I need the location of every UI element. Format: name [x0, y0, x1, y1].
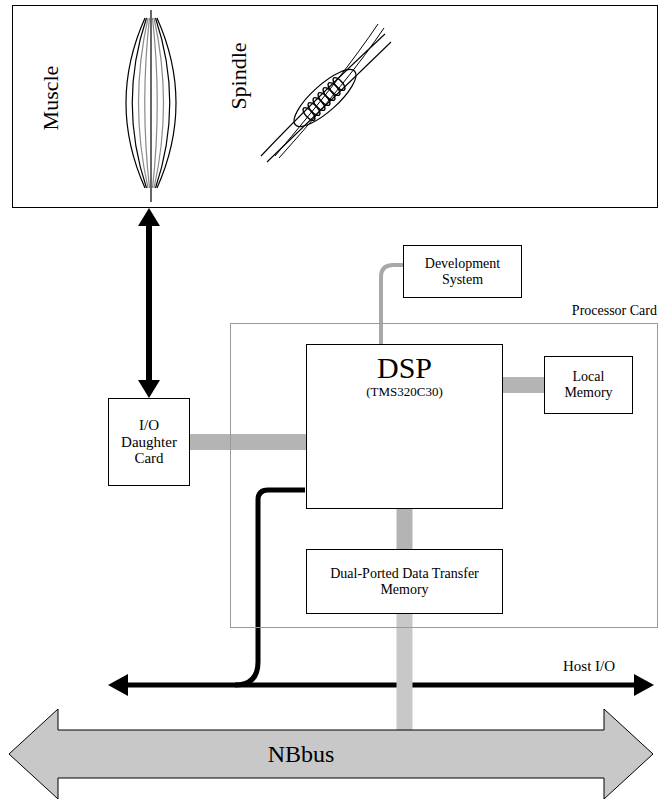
connector [503, 385, 544, 386]
connector-line [190, 434, 306, 450]
muscle-fiber [150, 18, 151, 188]
arrow-head [138, 380, 160, 398]
memory-box: Local Memory [544, 356, 633, 414]
host-io-branch [235, 490, 305, 685]
box-label: Local Memory [550, 369, 627, 400]
muscle-fiber [126, 18, 145, 188]
host-io-line [108, 490, 654, 696]
bus-name: NBbus [268, 741, 335, 768]
spindle-capsule [287, 62, 364, 135]
bus-arrow-outline [9, 709, 653, 799]
muscle-fiber [154, 18, 164, 188]
connector-line [397, 614, 413, 731]
arrow-head [108, 674, 128, 696]
io-card-box: I/O Daughter Card [108, 398, 190, 486]
figure-label: Muscle [39, 66, 64, 131]
connector-line [503, 377, 544, 393]
spindle-nerve [279, 28, 384, 158]
part-number: (TMS320C30) [366, 385, 443, 400]
processor-box: DSP(TMS320C30) [306, 344, 503, 509]
processor-name: DSP [377, 351, 432, 385]
figure-label: Spindle [227, 42, 252, 109]
connector [138, 208, 160, 398]
box-label: Dual-Ported Data Transfer Memory [312, 566, 497, 597]
connector [404, 509, 405, 549]
connector-line [381, 265, 403, 344]
connector [404, 614, 405, 731]
card-outline: Processor CardDSP(TMS320C30)Local Memory… [230, 323, 658, 628]
muscle-tendon [150, 10, 151, 202]
bus-label: Host I/O [563, 658, 615, 675]
muscle-fiber [153, 18, 158, 188]
illustration-panel: Muscle Spindle [12, 5, 658, 208]
spindle-coil [331, 76, 347, 93]
box-label: I/O Daughter Card [114, 417, 184, 467]
muscle-spindle-illustration [13, 6, 657, 207]
bus-arrow: NBbus [8, 708, 654, 800]
connector [381, 265, 403, 344]
card-label: Processor Card [572, 303, 657, 319]
arrow-head [634, 674, 654, 696]
system-box: Development System [403, 245, 522, 298]
muscle-fiber [157, 18, 176, 188]
connector-line [397, 509, 413, 549]
arrow-head [138, 208, 160, 226]
spindle-nerve [275, 24, 378, 156]
memory-box: Dual-Ported Data Transfer Memory [306, 549, 503, 614]
host-io-line [126, 683, 636, 688]
muscle-fiber [156, 18, 170, 188]
connector [190, 442, 306, 443]
muscle-fiber [145, 18, 150, 188]
connector-line [146, 224, 152, 382]
box-label: Development System [409, 256, 516, 287]
